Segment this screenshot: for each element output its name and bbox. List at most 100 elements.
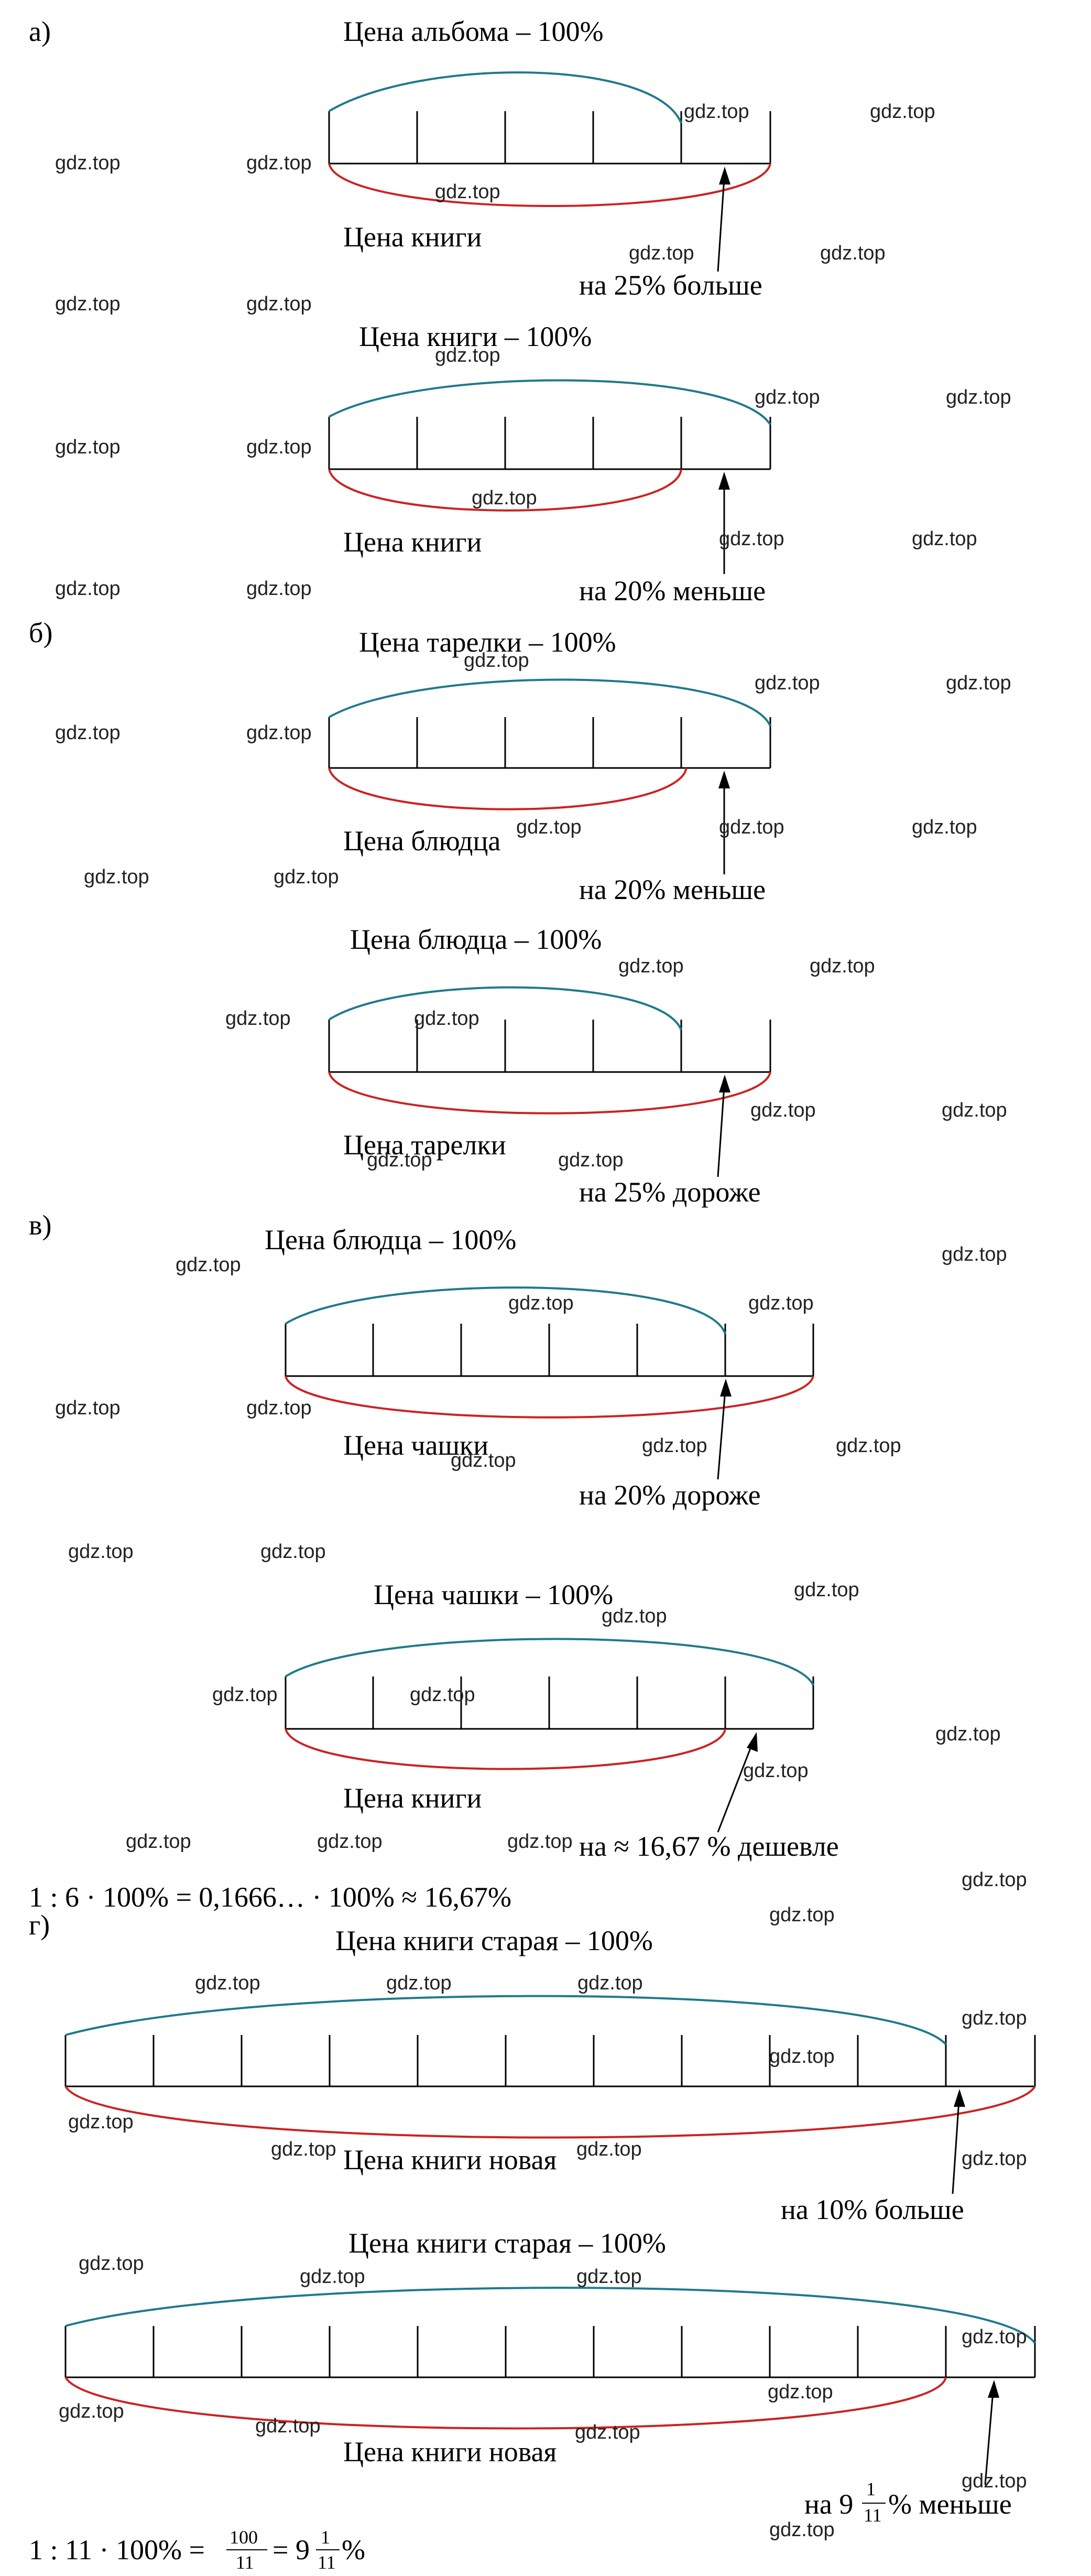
watermark: gdz.top: [942, 1099, 1007, 1121]
watermark: gdz.top: [507, 1831, 573, 1853]
diagram-a2: Цена книги – 100% Цена книги на 20% мень…: [328, 321, 771, 607]
note-fraction-numerator: 1: [866, 2478, 876, 2499]
note-fraction-denominator: 11: [864, 2505, 882, 2526]
arrow-head: [718, 472, 730, 490]
watermark: gdz.top: [719, 528, 784, 550]
watermark: gdz.top: [55, 152, 121, 174]
watermark: gdz.top: [464, 650, 529, 672]
bottom-label: Цена книги: [343, 1782, 482, 1814]
top-label: Цена книги – 100%: [359, 321, 592, 352]
watermark: gdz.top: [836, 1435, 901, 1457]
watermark: gdz.top: [575, 2421, 640, 2443]
watermark: gdz.top: [912, 528, 977, 550]
top-arc: [328, 986, 682, 1031]
section-label-b: б): [29, 617, 52, 648]
watermark: gdz.top: [212, 1684, 278, 1706]
bottom-label: Цена блюдца: [343, 825, 500, 857]
watermark: gdz.top: [768, 2381, 833, 2403]
watermark: gdz.top: [719, 816, 784, 838]
watermark: gdz.top: [255, 2415, 321, 2437]
pointer-arrow: [717, 1390, 726, 1480]
diagram-g1: Цена книги старая – 100% Цена книги нова…: [64, 1925, 1036, 2225]
watermark: gdz.top: [820, 242, 886, 264]
note-label: на 25% дороже: [579, 1176, 761, 1208]
watermark: gdz.top: [55, 436, 121, 458]
note-label: на ≈ 16,67 % дешевле: [579, 1831, 839, 1862]
watermark: gdz.top: [246, 152, 312, 174]
bottom-arc: [328, 767, 688, 810]
pointer-arrow: [984, 2391, 994, 2485]
top-label: Цена блюдца – 100%: [350, 924, 602, 955]
watermark: gdz.top: [748, 1292, 814, 1314]
pointer-arrow: [952, 2100, 960, 2194]
watermark: gdz.top: [274, 866, 339, 888]
watermark: gdz.top: [769, 2519, 835, 2541]
bottom-label: Цена книги новая: [343, 2144, 557, 2175]
watermark: gdz.top: [79, 2253, 144, 2275]
bottom-label: Цена книги: [343, 221, 482, 253]
watermark: gdz.top: [558, 1149, 624, 1171]
watermark: gdz.top: [435, 344, 500, 366]
bottom-label: Цена тарелки: [343, 1129, 506, 1161]
watermark: gdz.top: [962, 2148, 1027, 2170]
watermark: gdz.top: [451, 1449, 516, 1471]
top-label: Цена чашки – 100%: [374, 1579, 613, 1610]
top-label: Цена блюдца – 100%: [265, 1224, 516, 1255]
watermark: gdz.top: [260, 1541, 326, 1563]
arrow-head: [719, 1075, 730, 1092]
watermark: gdz.top: [962, 2326, 1027, 2348]
top-arc: [65, 1995, 947, 2045]
note-label: на 20% дороже: [579, 1479, 761, 1511]
note-suffix: % меньше: [888, 2488, 1012, 2520]
watermark: gdz.top: [410, 1684, 475, 1706]
bottom-label: Цена книги: [343, 526, 482, 558]
top-label: Цена книги старая – 100%: [348, 2227, 666, 2259]
bottom-arc: [328, 1071, 771, 1114]
top-arc: [329, 379, 771, 426]
bottom-arc: [64, 2376, 947, 2430]
watermark: gdz.top: [246, 293, 312, 315]
diagram-b2: Цена блюдца – 100% Цена тарелки на 25% д…: [328, 924, 771, 1208]
watermark: gdz.top: [55, 578, 121, 600]
diagram-g2: Цена книги старая – 100% Цена книги нова…: [64, 2227, 1036, 2526]
watermark: gdz.top: [962, 2470, 1027, 2492]
bottom-arc: [328, 163, 771, 207]
note-label: на 20% меньше: [579, 874, 766, 905]
watermark: gdz.top: [414, 1008, 479, 1030]
watermark: gdz.top: [300, 2266, 365, 2288]
watermark: gdz.top: [195, 1972, 260, 1994]
note-label: на 10% больше: [781, 2194, 964, 2225]
watermark: gdz.top: [912, 816, 977, 838]
watermark: gdz.top: [810, 955, 875, 977]
watermark: gdz.top: [576, 2138, 642, 2160]
watermark: gdz.top: [577, 1972, 643, 1994]
formula-2-den1: 11: [236, 2552, 254, 2573]
arrow-head: [718, 771, 730, 788]
section-label-a: а): [29, 16, 51, 47]
bottom-arc: [328, 469, 682, 512]
diagram-v1: Цена блюдца – 100% Цена чашки на 20% дор…: [265, 1224, 814, 1511]
watermark: gdz.top: [576, 2266, 642, 2288]
note-prefix: на 9: [804, 2488, 853, 2520]
arrow-head: [720, 1379, 732, 1397]
bottom-arc: [285, 1728, 726, 1770]
watermark: gdz.top: [246, 436, 312, 458]
bottom-arc: [64, 2085, 1036, 2139]
watermark: gdz.top: [946, 386, 1011, 408]
formula-2: 1 : 11 · 100% = 100 11 = 9 1 11 %: [29, 2527, 365, 2573]
watermark: gdz.top: [935, 1723, 1001, 1745]
pointer-arrow: [717, 1086, 725, 1177]
watermarks: gdz.top gdz.top gdz.top gdz.top gdz.top …: [55, 101, 1027, 2541]
formula-2-mid: = 9: [272, 2534, 310, 2566]
top-arc: [285, 1638, 814, 1686]
bottom-label: Цена чашки: [343, 1430, 488, 1461]
watermark: gdz.top: [516, 816, 582, 838]
formula-2-prefix: 1 : 11 · 100% =: [29, 2534, 205, 2566]
formula-2-num2: 1: [321, 2527, 330, 2548]
watermark: gdz.top: [508, 1292, 574, 1314]
watermark: gdz.top: [794, 1579, 859, 1601]
watermark: gdz.top: [962, 2007, 1027, 2029]
watermark: gdz.top: [246, 1397, 312, 1419]
watermark: gdz.top: [962, 1869, 1027, 1891]
arrow-head: [747, 1732, 758, 1752]
